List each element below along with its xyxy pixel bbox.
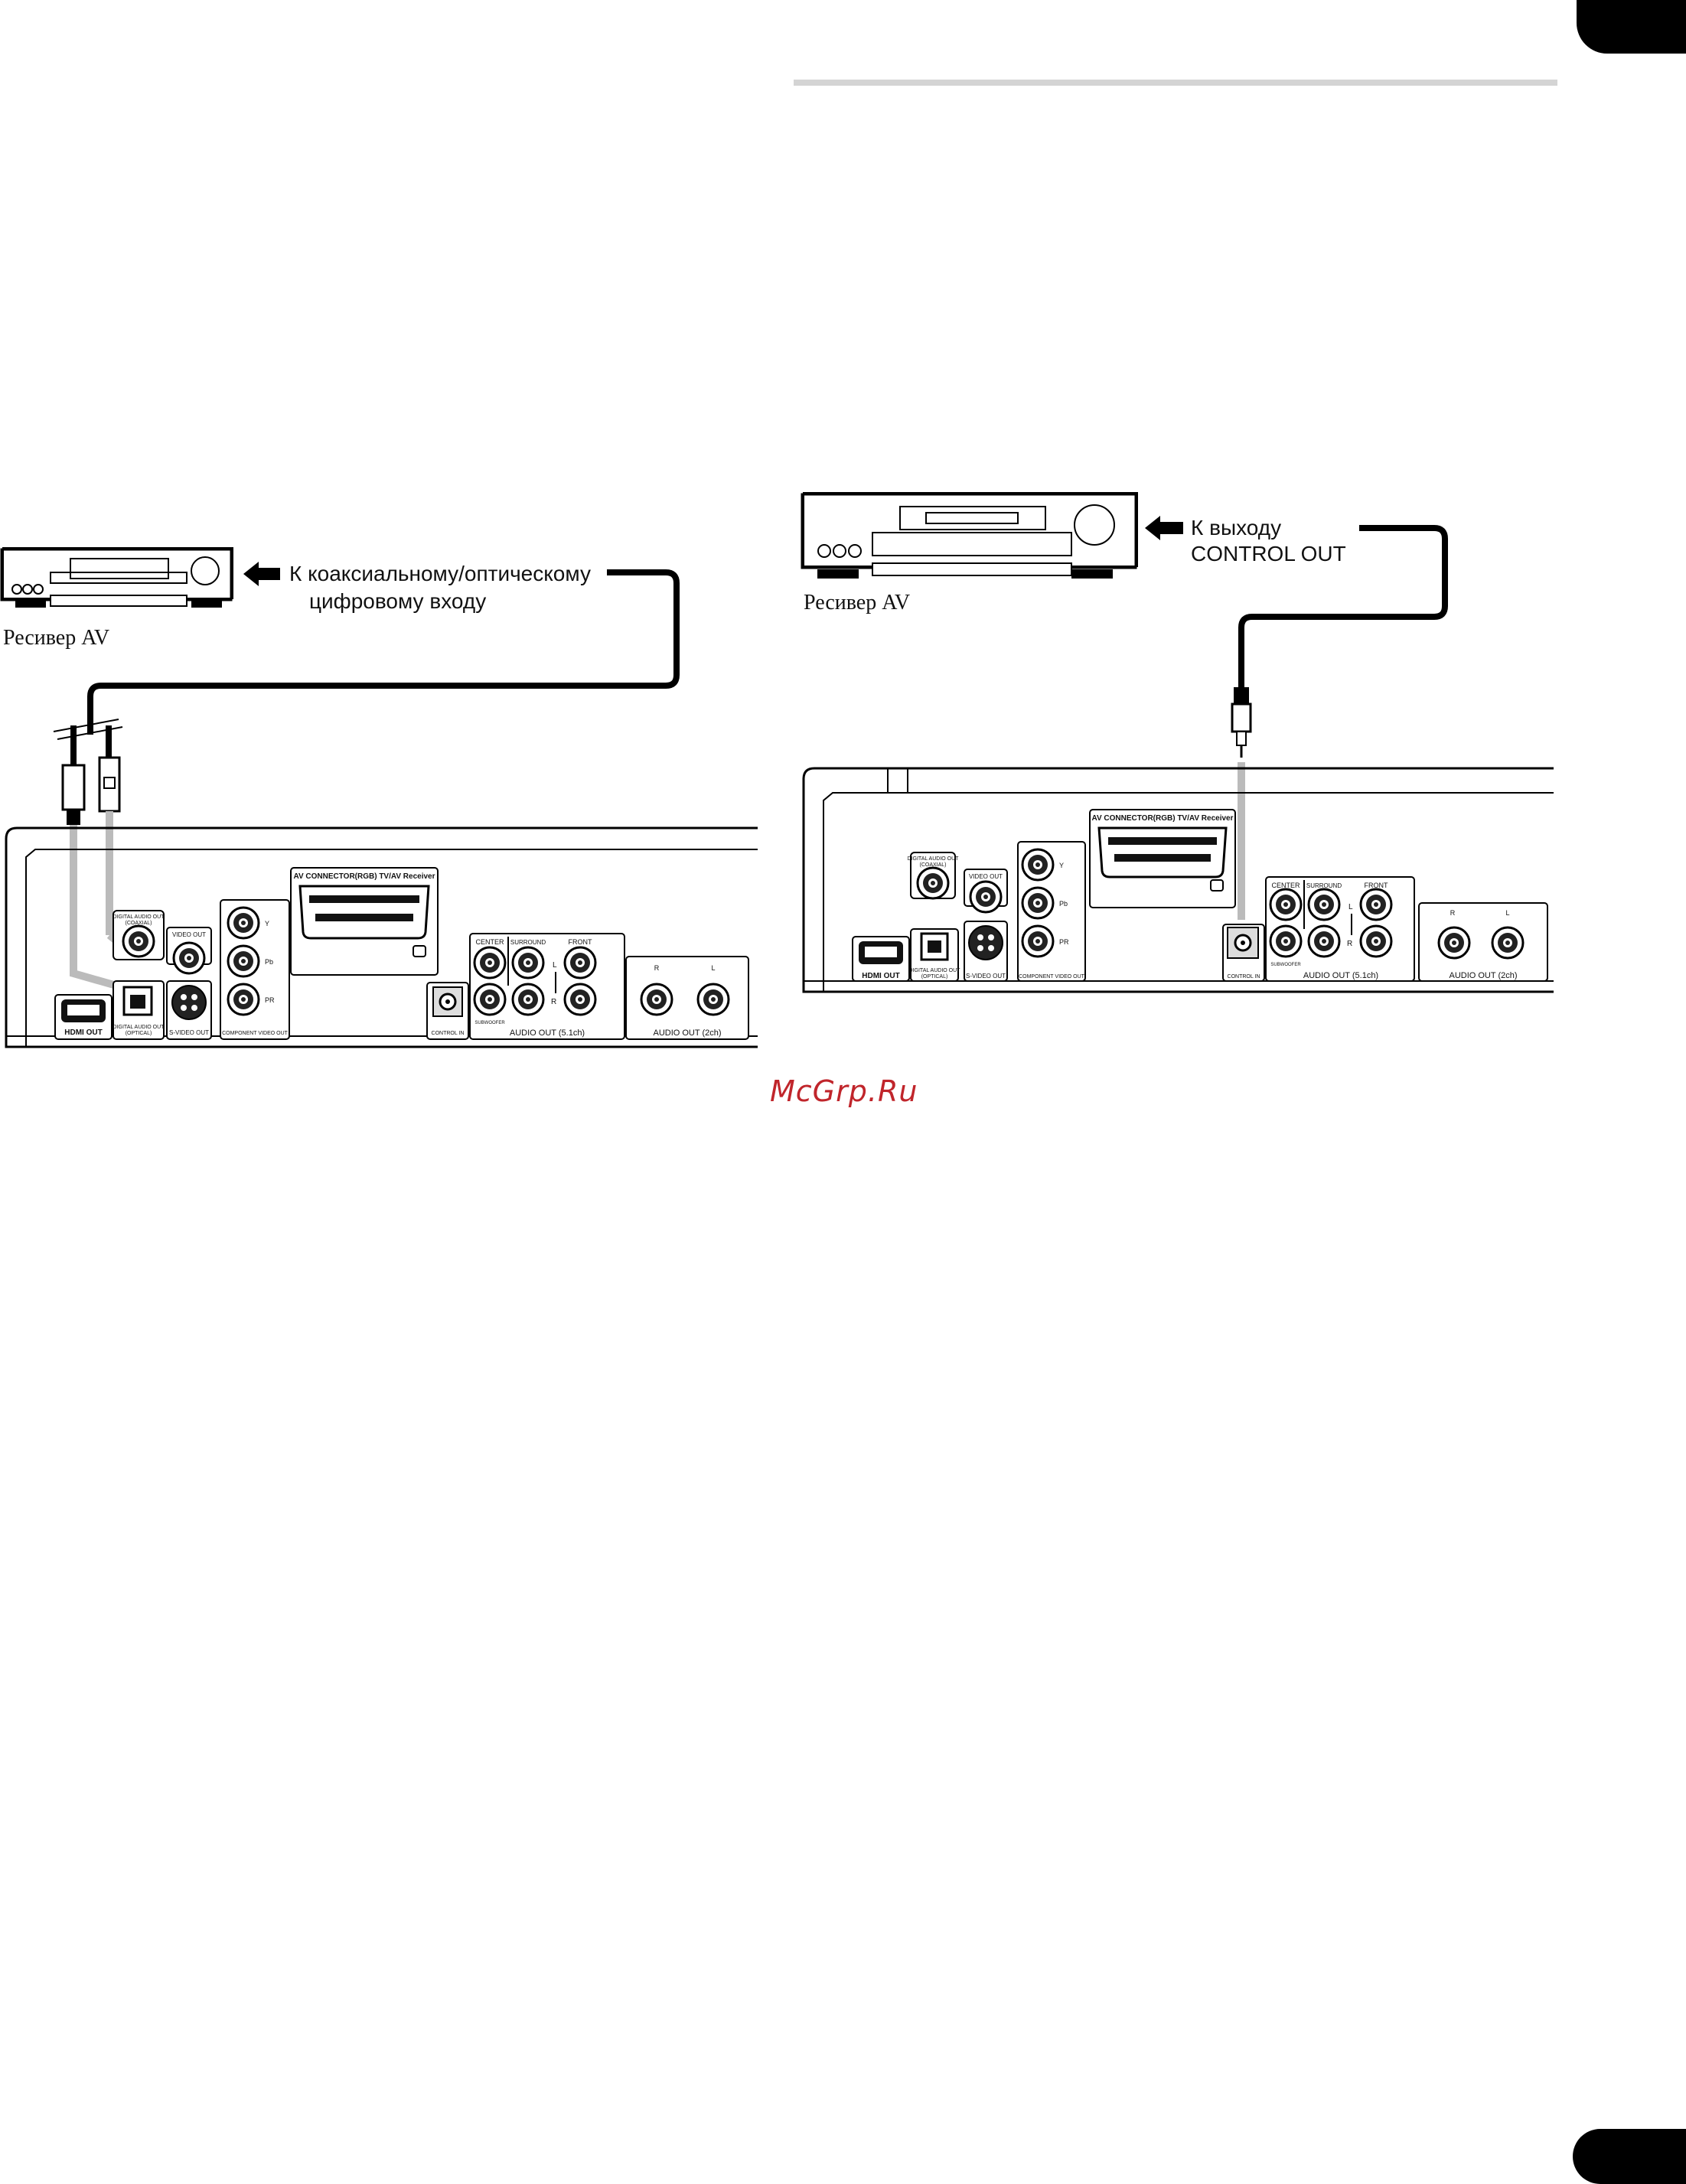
label-subwoofer-r: SUBWOOFER xyxy=(1270,963,1301,967)
audio-2ch-r-jack xyxy=(640,983,673,1016)
center-jack xyxy=(473,946,507,980)
av-receiver-right xyxy=(801,492,1138,579)
label-video-out-r: VIDEO OUT xyxy=(969,873,1003,880)
pb-jack-r xyxy=(1021,886,1055,920)
label-control-in-r: CONTROL IN xyxy=(1228,974,1260,980)
label-digital-coaxial: DIGITAL AUDIO OUT xyxy=(113,914,165,920)
label-video-out: VIDEO OUT xyxy=(172,931,206,938)
label-r-r: R xyxy=(1347,940,1352,948)
section-rule xyxy=(794,80,1557,86)
label-optical-r: (OPTICAL) xyxy=(921,974,948,980)
label-s-video-out: S-VIDEO OUT xyxy=(169,1029,209,1036)
label-subwoofer: SUBWOOFER xyxy=(474,1021,505,1025)
coaxial-plug xyxy=(98,725,126,949)
label-coaxial-r: (COAXIAL) xyxy=(919,862,946,868)
label-pb: Pb xyxy=(265,958,273,966)
section-tab-top xyxy=(1577,0,1686,54)
label-center: CENTER xyxy=(475,938,504,946)
left-diagram: DIGITAL AUDIO OUT (COAXIAL) HDMI OUT DIG… xyxy=(0,547,758,1048)
digital-cable xyxy=(87,569,680,735)
subwoofer-jack xyxy=(473,983,507,1016)
label-2ch-r-r: R xyxy=(1450,909,1456,917)
label-component-video-out-r: COMPONENT VIDEO OUT xyxy=(1019,974,1085,980)
label-l: L xyxy=(553,961,557,970)
surround-l-jack-r xyxy=(1307,888,1341,921)
arrow-left-icon xyxy=(243,562,280,586)
left-receiver-label: Ресивер AV xyxy=(3,626,110,650)
label-av-connector-r: AV CONNECTOR(RGB) TV/AV Receiver xyxy=(1091,814,1233,823)
label-digital-optical-r: DIGITAL AUDIO OUT xyxy=(909,968,961,973)
y-jack-r xyxy=(1021,848,1055,882)
right-callout-line2: CONTROL OUT xyxy=(1191,542,1346,566)
audio-2ch-r-jack-r xyxy=(1437,926,1471,960)
surround-l-jack xyxy=(511,946,545,980)
label-optical: (OPTICAL) xyxy=(126,1031,152,1036)
label-front: FRONT xyxy=(569,938,592,946)
label-r: R xyxy=(551,998,556,1006)
center-jack-r xyxy=(1269,888,1303,921)
coaxial-jack xyxy=(122,924,155,958)
pr-jack-r xyxy=(1021,924,1055,958)
label-2ch-l: L xyxy=(711,964,715,972)
left-callout-line2: цифровому входу xyxy=(309,589,487,613)
surround-r-jack xyxy=(511,983,545,1016)
audio-2ch-l-jack xyxy=(696,983,730,1016)
label-audio-out-2ch: AUDIO OUT (2ch) xyxy=(653,1028,721,1038)
right-diagram: DIGITAL AUDIO OUT (COAXIAL) HDMI OUT DIG… xyxy=(801,492,1554,993)
subwoofer-jack-r xyxy=(1269,924,1303,958)
watermark: McGrp.Ru xyxy=(770,1074,918,1108)
label-2ch-r: R xyxy=(654,964,660,972)
front-r-jack xyxy=(563,983,597,1016)
rear-panel-left: DIGITAL AUDIO OUT (COAXIAL) HDMI OUT DIG… xyxy=(5,826,758,1048)
audio-2ch-l-jack-r xyxy=(1491,926,1525,960)
label-hdmi-out-r: HDMI OUT xyxy=(862,972,899,980)
mini-plug xyxy=(1231,687,1252,920)
label-hdmi-out: HDMI OUT xyxy=(64,1028,102,1037)
coaxial-jack-r xyxy=(916,866,950,900)
page-number-tab xyxy=(1573,2129,1686,2184)
label-pb-r: Pb xyxy=(1059,900,1068,908)
label-coaxial: (COAXIAL) xyxy=(125,921,152,926)
video-jack xyxy=(172,941,206,975)
surround-r-jack-r xyxy=(1307,924,1341,958)
right-callout-line1: К выходу xyxy=(1191,516,1282,539)
arrow-right-icon xyxy=(1145,516,1183,540)
front-l-jack xyxy=(563,946,597,980)
left-callout-line1: К коаксиальному/оптическому xyxy=(289,562,591,585)
pr-jack xyxy=(227,983,260,1016)
label-pr-r: PR xyxy=(1059,938,1069,946)
label-2ch-l-r: L xyxy=(1505,909,1509,917)
label-surround-r: SURROUND xyxy=(1306,882,1342,889)
label-l-r: L xyxy=(1348,903,1353,911)
label-front-r: FRONT xyxy=(1365,882,1388,889)
label-surround: SURROUND xyxy=(510,939,546,946)
front-l-jack-r xyxy=(1359,888,1393,921)
label-av-connector: AV CONNECTOR(RGB) TV/AV Receiver xyxy=(293,872,435,881)
label-audio-out-51: AUDIO OUT (5.1ch) xyxy=(510,1028,585,1038)
label-pr: PR xyxy=(265,996,275,1004)
right-receiver-label: Ресивер AV xyxy=(804,591,911,614)
label-y-r: Y xyxy=(1059,862,1064,869)
video-jack-r xyxy=(969,880,1003,914)
label-audio-out-2ch-r: AUDIO OUT (2ch) xyxy=(1449,971,1517,980)
label-center-r: CENTER xyxy=(1271,882,1300,889)
rear-panel-right: DIGITAL AUDIO OUT (COAXIAL) HDMI OUT DIG… xyxy=(802,767,1554,993)
label-component-video-out: COMPONENT VIDEO OUT xyxy=(222,1031,289,1036)
av-receiver-left xyxy=(0,547,233,608)
front-r-jack-r xyxy=(1359,924,1393,958)
label-control-in: CONTROL IN xyxy=(432,1031,465,1036)
label-s-video-out-r: S-VIDEO OUT xyxy=(966,973,1006,980)
y-jack xyxy=(227,906,260,940)
control-cable xyxy=(1238,525,1448,687)
label-y: Y xyxy=(265,920,269,927)
pb-jack xyxy=(227,944,260,978)
label-audio-out-51-r: AUDIO OUT (5.1ch) xyxy=(1303,971,1378,980)
label-digital-optical: DIGITAL AUDIO OUT xyxy=(113,1025,165,1030)
label-digital-coaxial-r: DIGITAL AUDIO OUT xyxy=(908,856,960,862)
